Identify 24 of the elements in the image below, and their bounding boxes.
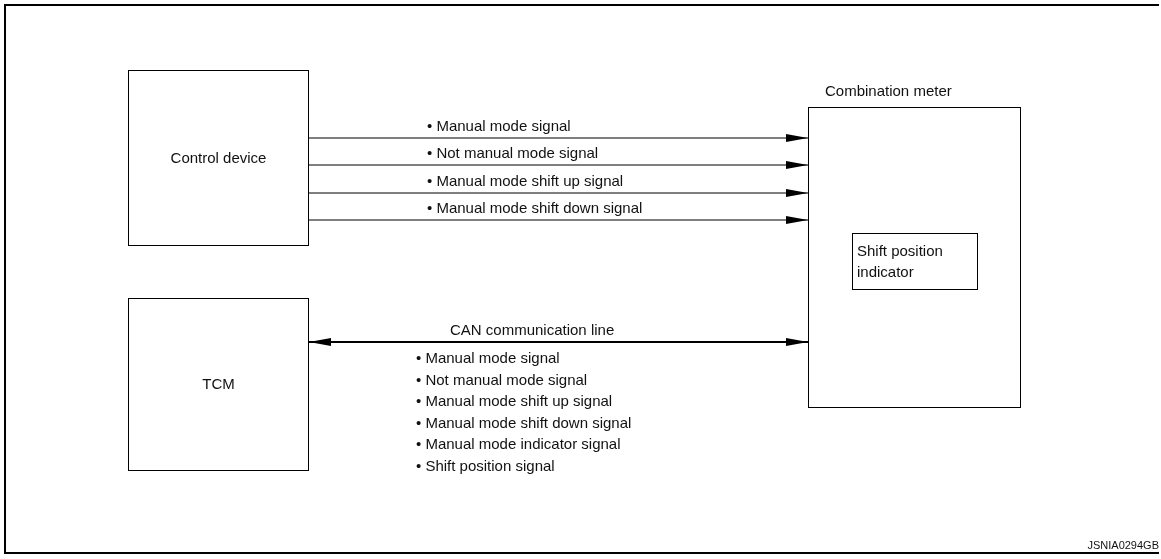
signal-list-item: • Manual mode shift up signal [416, 393, 613, 408]
edge-label: • Manual mode shift up signal [427, 173, 624, 188]
component-box [852, 233, 978, 290]
component-label: Control device [169, 147, 268, 168]
signal-list-item: • Not manual mode signal [416, 371, 588, 387]
signal-arrow [308, 216, 809, 224]
component-label: Shift position indicator [856, 241, 944, 282]
edge-label: • Not manual mode signal [427, 145, 599, 160]
component-box [128, 298, 309, 471]
signal-list-item: • Manual mode indicator signal [416, 436, 621, 451]
signal-arrow [308, 134, 809, 142]
edge-label: CAN communication line [450, 322, 615, 337]
component-label: TCM [201, 374, 236, 395]
signal-list-item: • Manual mode shift down signal [416, 414, 632, 430]
component-box [128, 70, 309, 246]
edge-label: • Manual mode signal [427, 118, 571, 133]
component-title: Combination meter [825, 82, 952, 99]
figure-code: JSNIA0294GB [1087, 539, 1159, 551]
signal-arrow [308, 189, 809, 197]
signal-arrow [308, 338, 809, 346]
signal-list-item: • Shift position signal [416, 457, 555, 473]
signal-arrow [308, 161, 809, 169]
signal-list-item: • Manual mode signal [416, 350, 560, 365]
edge-label: • Manual mode shift down signal [427, 200, 643, 215]
